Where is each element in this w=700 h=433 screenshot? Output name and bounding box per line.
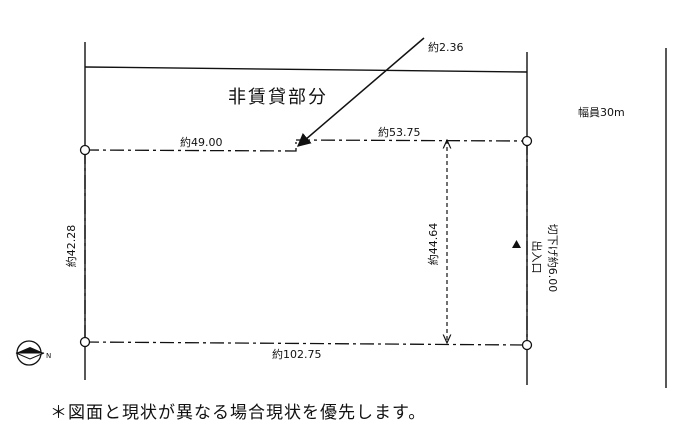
leader-arrow <box>296 37 425 147</box>
entrance-label: 出入口 <box>530 241 544 274</box>
dim-inner-vertical-label: 約44.64 <box>426 223 440 266</box>
dim-left-side-label: 約42.28 <box>64 225 78 268</box>
corner-marker-top-right <box>521 135 533 147</box>
dim-bottom-label: 約102.75 <box>272 347 322 361</box>
non-leased-top-line <box>84 66 528 73</box>
road-width-label: 幅員30m <box>578 106 625 119</box>
compass-n-label: N <box>46 352 51 360</box>
lot-bottom-boundary <box>84 341 528 346</box>
dim-right-top-label: 約53.75 <box>378 125 421 139</box>
corner-marker-bottom-right <box>521 339 533 351</box>
corner-marker-bottom-left <box>79 336 91 348</box>
corner-marker-top-left <box>79 144 91 156</box>
entrance-marker <box>512 240 521 248</box>
dim-top-note-label: 約2.36 <box>428 40 464 54</box>
curb-cut-label: 切下げ約6.00 <box>546 224 560 293</box>
non-leased-label: 非賃貸部分 <box>228 87 328 108</box>
footnote: ＊図面と現状が異なる場合現状を優先します。 <box>50 403 427 423</box>
dim-left-top-label: 約49.00 <box>180 135 223 149</box>
top-boundary-right <box>295 139 528 142</box>
top-boundary-left <box>84 142 297 152</box>
compass-icon <box>15 340 45 366</box>
